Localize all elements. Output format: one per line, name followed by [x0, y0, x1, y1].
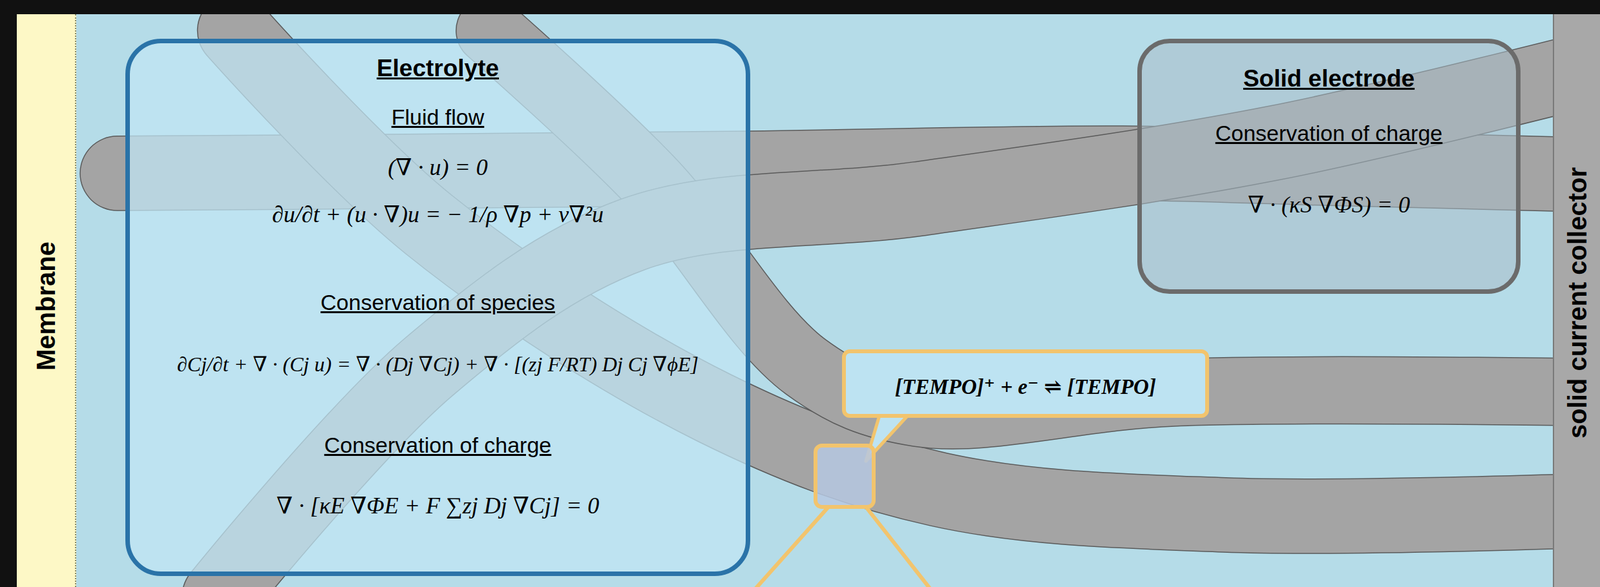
section-heading: Conservation of charge — [129, 432, 746, 459]
band-label: solid current collector — [1561, 167, 1593, 439]
electrode-box: Solid electrodeConservation of charge ∇ ·… — [1137, 38, 1521, 295]
electrolyte-box: ElectrolyteFluid flow (∇ · u) = 0 ∂u/∂t + … — [125, 38, 751, 577]
zoom-line — [753, 507, 829, 587]
zoom-line — [865, 507, 932, 587]
membrane-band: Membrane — [16, 14, 77, 587]
reaction-box: [TEMPO]⁺ + e⁻ ⇌ [TEMPO] — [842, 349, 1210, 419]
section-heading: Fluid flow — [129, 104, 746, 131]
reaction-equation: [TEMPO]⁺ + e⁻ ⇌ [TEMPO] — [845, 374, 1206, 401]
section-heading: Conservation of charge — [1141, 120, 1516, 147]
equation: ∇ · [κE ∇ΦE + F ∑zj Dj ∇Cj] = 0 — [129, 492, 746, 521]
frame-bar — [0, 0, 1600, 15]
frame-bar — [0, 0, 17, 587]
collector-band: solid current collector — [1552, 14, 1600, 587]
box-heading: Electrolyte — [129, 54, 746, 83]
box-heading: Solid electrode — [1141, 64, 1516, 94]
equation: ∇ · (κS ∇ΦS) = 0 — [1141, 191, 1516, 220]
zoom-square — [815, 445, 874, 508]
band-label: Membrane — [30, 241, 62, 371]
equation: ∂u/∂t + (u · ∇)u = − 1/ρ ∇p + ν∇²u — [129, 200, 746, 229]
equation: ∂Cj/∂t + ∇ · (Cj u) = ∇ · (Dj ∇Cj) + ∇ ·… — [129, 352, 746, 377]
equation: (∇ · u) = 0 — [129, 153, 746, 182]
section-heading: Conservation of species — [129, 289, 746, 316]
